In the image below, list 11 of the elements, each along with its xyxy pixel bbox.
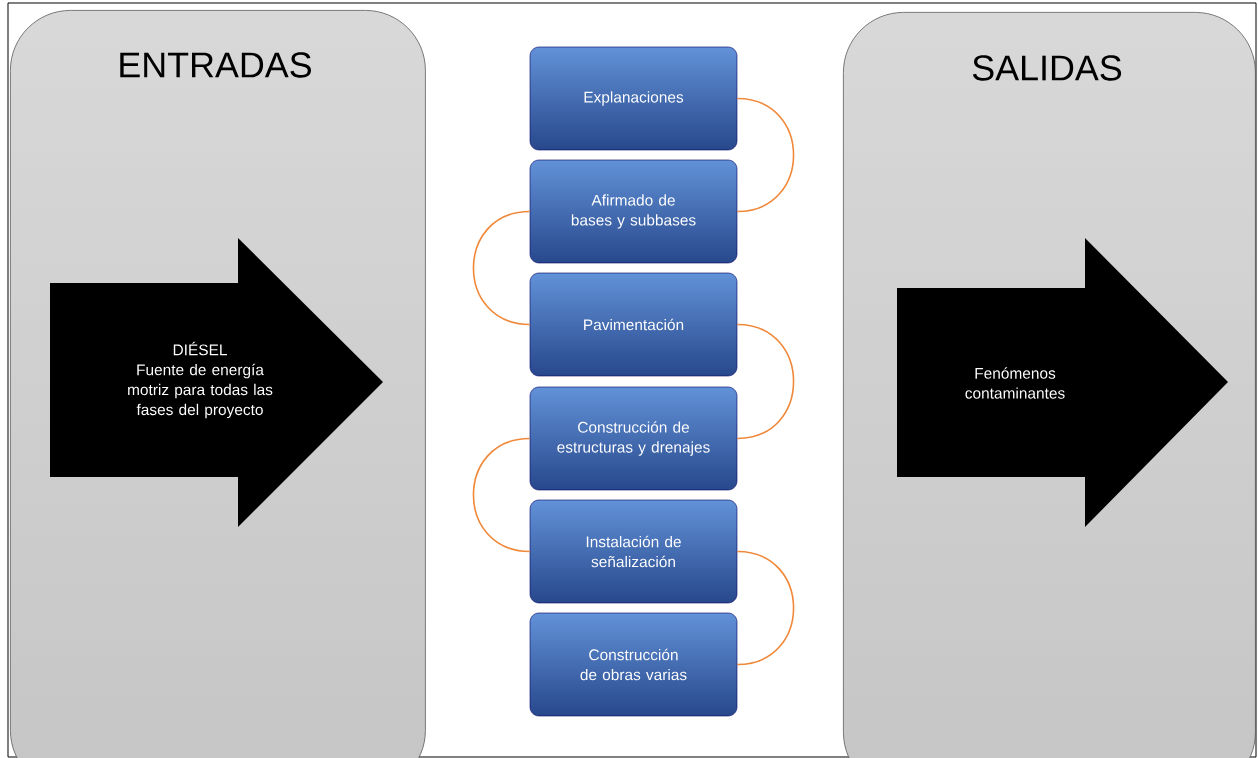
- connector-arc: [736, 97, 795, 213]
- process-box: Instalación de señalización: [529, 499, 738, 604]
- process-box: Explanaciones: [529, 46, 738, 151]
- process-box: Pavimentación: [529, 272, 738, 377]
- connector-arc: [736, 550, 795, 666]
- process-box: Afirmado de bases y subbases: [529, 159, 738, 264]
- process-box: Construcción de estructuras y drenajes: [529, 386, 738, 491]
- process-box: Construcción de obras varias: [529, 612, 738, 717]
- connector-arc: [472, 437, 531, 553]
- connector-arc: [736, 323, 795, 440]
- connector-arc: [472, 210, 531, 326]
